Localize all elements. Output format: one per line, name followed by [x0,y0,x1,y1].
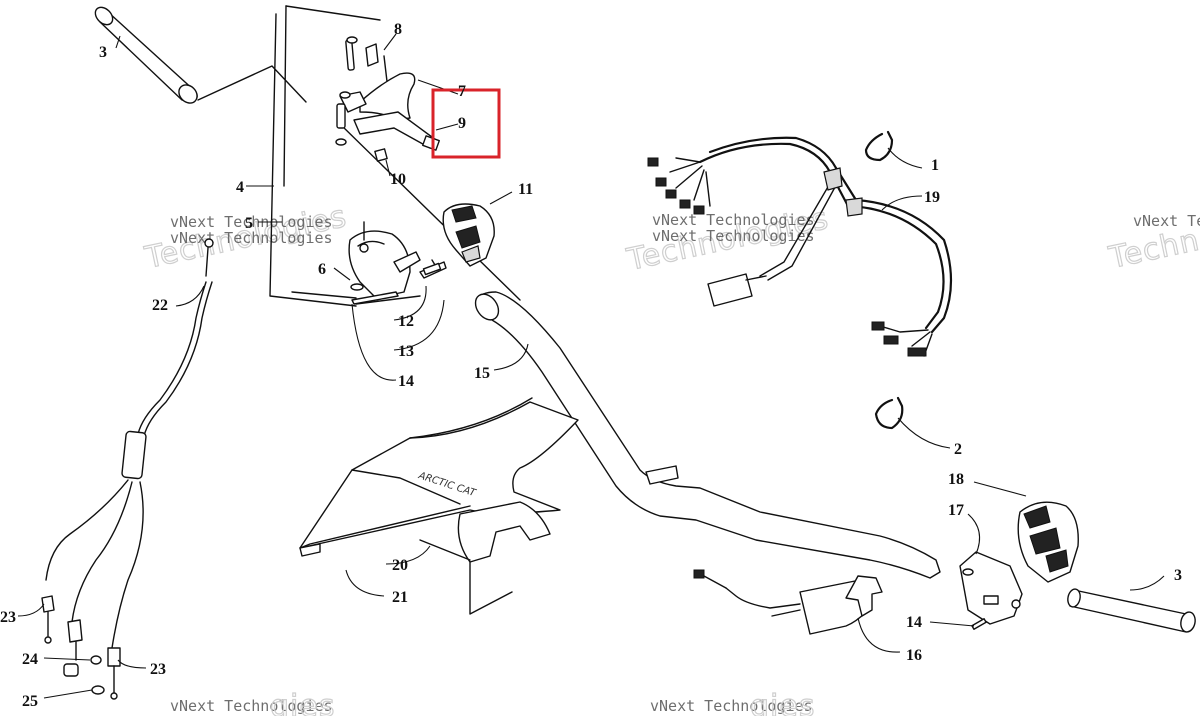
throttle-housing [348,221,447,305]
callout-14-left: 14 [398,373,414,390]
callout-24: 24 [22,651,38,668]
watermark-large-4: gies [270,689,335,716]
grip-heater-element [693,569,883,635]
watermark-small-4: vNext Technologies [170,697,333,715]
left-switch-housing [442,203,495,267]
callout-17: 17 [948,502,964,519]
right-grip [1067,588,1196,633]
callout-23-left: 23 [0,609,16,626]
highlight-box [431,88,501,159]
wiring-harness [647,136,953,357]
callout-23-right: 23 [150,661,166,678]
handlebar-pad: ARCTIC CAT [299,397,579,615]
callout-15: 15 [474,365,490,382]
callout-10: 10 [390,171,406,188]
watermark-small-2b: vNext Technologies [652,227,815,245]
throttle-bracket-frame [269,5,521,307]
callout-16: 16 [906,647,922,664]
throttle-lever [335,36,440,162]
callout-3-left: 3 [99,44,107,61]
callout-14-right: 14 [906,614,922,631]
callout-11: 11 [518,181,533,198]
leader-lines [17,33,1165,699]
screws [355,262,442,305]
watermark-large-5: gies [750,689,815,716]
clamp-1 [864,130,894,162]
callout-1: 1 [931,157,939,174]
callout-19: 19 [924,189,940,206]
callout-18: 18 [948,471,964,488]
handlebar [474,291,941,579]
watermark-large-3: Technologies [1105,199,1200,276]
callout-8: 8 [394,21,402,38]
watermark-small-2: vNext Technologies [652,211,815,229]
watermark-small-1: vNext Technologies [170,213,333,231]
watermark-small-5: vNext Technologies [650,697,813,715]
callout-labels: 3 8 7 9 10 11 4 5 6 12 13 14 15 1 19 2 1… [0,21,1182,710]
callout-3-right: 3 [1174,567,1182,584]
callout-21: 21 [392,589,408,606]
callout-20: 20 [392,557,408,574]
watermark-small-3: vNext Technologies [1133,212,1200,230]
right-switch-housing [1017,501,1079,583]
clamp-2 [874,396,904,430]
callout-7: 7 [458,83,466,100]
callout-2: 2 [954,441,962,458]
callout-6: 6 [318,261,326,278]
callout-12: 12 [398,313,414,330]
callout-13: 13 [398,343,414,360]
callout-25: 25 [22,693,38,710]
watermark-group: Technologies vNext Technologies vNext Te… [141,198,1200,716]
throttle-cable-assembly [41,238,214,700]
callout-22: 22 [152,297,168,314]
left-grip [94,6,307,104]
callout-9: 9 [458,115,466,132]
callout-5: 5 [245,215,253,232]
callout-4: 4 [236,179,244,196]
right-control-bracket [959,551,1023,630]
